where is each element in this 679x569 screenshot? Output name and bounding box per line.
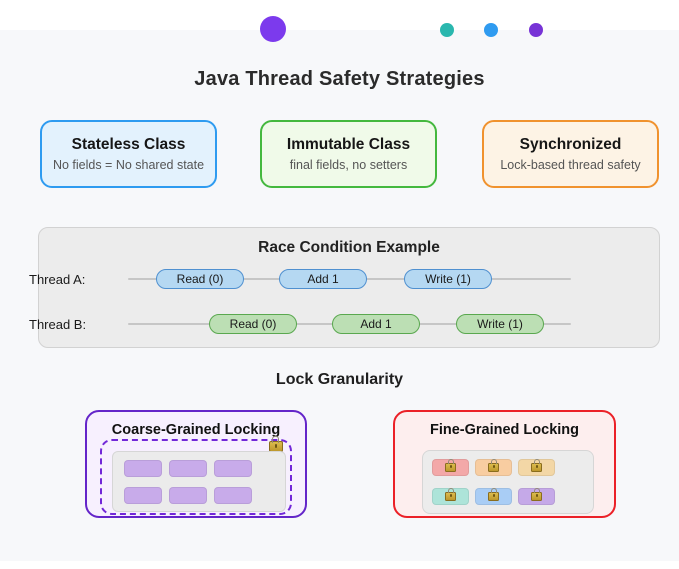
dot-teal [440,23,454,37]
race-example-title: Race Condition Example [258,239,440,256]
dot-large-purple [260,16,286,42]
resource-block [169,460,207,477]
padlock-icon [488,488,499,501]
fine-grained-title: Fine-Grained Locking [429,422,580,438]
locked-resource-block [518,488,555,505]
coarse-grained-title: Coarse-Grained Locking [111,422,281,438]
thread-a-label: Thread A: [29,272,86,287]
immutable-class-card: Immutable Class final fields, no setters [260,120,437,188]
padlock-icon [488,459,499,472]
locked-resource-block [432,459,469,476]
coarse-grained-locking-box: Coarse-Grained Locking [85,410,307,518]
thread-b-step-3: Write (1) [456,314,544,334]
resource-block [124,460,162,477]
fine-resource-container [422,450,594,514]
fine-grained-locking-box: Fine-Grained Locking [393,410,616,518]
synchronized-card: Synchronized Lock-based thread safety [482,120,659,188]
card-subtitle: No fields = No shared state [52,158,205,172]
resource-block [214,460,252,477]
thread-b-step-1: Read (0) [209,314,297,334]
lock-granularity-title: Lock Granularity [275,371,404,388]
locked-resource-block [432,488,469,505]
padlock-icon [531,488,542,501]
fine-blocks-grid [432,459,555,505]
resource-block [214,487,252,504]
dot-blue [484,23,498,37]
locked-resource-block [475,488,512,505]
coarse-lock-boundary [100,436,292,515]
locked-resource-block [518,459,555,476]
card-subtitle: Lock-based thread safety [500,158,641,172]
locked-resource-block [475,459,512,476]
shared-resource-container [112,451,286,512]
coarse-blocks-grid [124,460,252,504]
thread-a-step-1: Read (0) [156,269,244,289]
resource-block [124,487,162,504]
resource-block [169,487,207,504]
card-subtitle: final fields, no setters [289,158,408,172]
padlock-icon [445,459,456,472]
card-title: Stateless Class [71,136,186,153]
thread-a-step-3: Write (1) [404,269,492,289]
dot-small-purple [529,23,543,37]
stateless-class-card: Stateless Class No fields = No shared st… [40,120,217,188]
card-title: Immutable Class [286,136,411,153]
thread-b-step-2: Add 1 [332,314,420,334]
page-title: Java Thread Safety Strategies [194,68,485,90]
padlock-icon [445,488,456,501]
thread-b-label: Thread B: [29,317,87,332]
thread-a-step-2: Add 1 [279,269,367,289]
padlock-icon [531,459,542,472]
race-condition-panel: Race Condition Example Thread A: Read (0)… [29,227,660,348]
card-title: Synchronized [519,136,622,153]
